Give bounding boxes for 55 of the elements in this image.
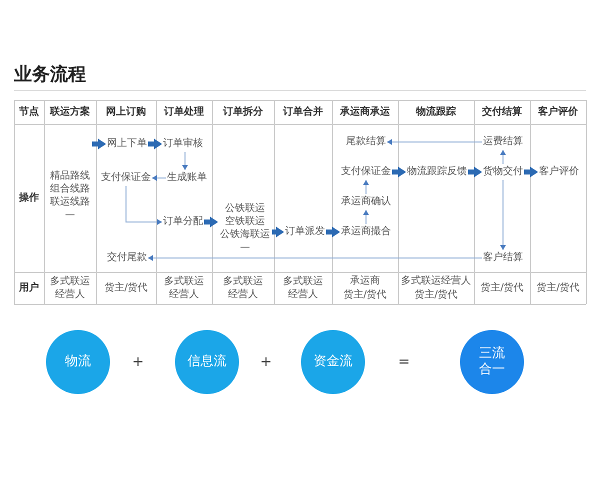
column-header: 订单处理 bbox=[164, 106, 204, 118]
process-step: 客户结算 bbox=[482, 250, 524, 266]
column-header: 联运方案 bbox=[50, 106, 90, 118]
column-header: 客户评价 bbox=[538, 106, 578, 118]
user-role: 多式联运经营人 bbox=[222, 275, 264, 301]
column-header: 物流跟踪 bbox=[416, 106, 456, 118]
process-step: 物流跟踪反馈 bbox=[406, 164, 468, 180]
list-entry: 公铁海联运 bbox=[219, 228, 271, 241]
circle-label: 信息流 bbox=[188, 354, 226, 370]
column-header: 订单拆分 bbox=[223, 106, 263, 118]
equals-sign: = bbox=[398, 354, 410, 370]
plus-sign: + bbox=[260, 354, 272, 370]
list-entry: 公铁联运 bbox=[224, 202, 266, 215]
title: 业务流程 bbox=[14, 64, 86, 86]
plus-sign: + bbox=[132, 354, 144, 370]
user-role: 多式联运经营人 bbox=[282, 275, 324, 301]
process-step: 交付尾款 bbox=[106, 250, 148, 266]
user-role: 多式联运经营人 bbox=[163, 275, 205, 301]
list-entry: — bbox=[65, 208, 75, 222]
process-step: 订单审核 bbox=[162, 136, 204, 152]
process-step: 货物交付 bbox=[482, 164, 524, 180]
process-step: 尾款结算 bbox=[345, 134, 387, 150]
list-entry: 精品路线 bbox=[50, 170, 90, 182]
process-step: 网上下单 bbox=[106, 136, 148, 152]
circle-label: 三流合一 bbox=[479, 346, 505, 378]
user-role: 货主/货代 bbox=[480, 282, 524, 294]
user-role: 货主/货代 bbox=[343, 288, 387, 302]
list-entry: 组合线路 bbox=[50, 182, 90, 196]
circle-label: 资金流 bbox=[314, 354, 352, 370]
row-header: 用户 bbox=[19, 282, 39, 294]
process-step: 运费结算 bbox=[482, 134, 524, 150]
list-entry: — bbox=[239, 241, 251, 254]
process-step: 生成账单 bbox=[166, 170, 208, 186]
process-step: 订单派发 bbox=[284, 224, 326, 240]
process-step: 承运商撮合 bbox=[340, 224, 392, 240]
process-step: 承运商确认 bbox=[340, 194, 392, 210]
circle-label: 物流 bbox=[65, 354, 91, 370]
process-step: 支付保证金 bbox=[340, 164, 392, 180]
list-entry: 联运线路 bbox=[50, 196, 90, 208]
user-role: 货主/货代 bbox=[414, 288, 458, 302]
row-header: 操作 bbox=[19, 192, 39, 204]
process-step: 支付保证金 bbox=[100, 170, 152, 186]
list-entry: 空铁联运 bbox=[224, 215, 266, 228]
process-step: 客户评价 bbox=[538, 164, 580, 180]
column-header: 网上订购 bbox=[106, 106, 146, 118]
user-role: 承运商 bbox=[350, 274, 380, 288]
user-role: 货主/货代 bbox=[104, 282, 148, 294]
user-role: 多式联运经营人 bbox=[401, 274, 471, 288]
column-header: 交付结算 bbox=[482, 106, 522, 118]
column-header: 订单合并 bbox=[283, 106, 323, 118]
process-step: 订单分配 bbox=[162, 214, 204, 230]
user-role: 多式联运经营人 bbox=[49, 275, 91, 301]
user-role: 货主/货代 bbox=[536, 282, 580, 294]
column-header: 承运商承运 bbox=[340, 106, 390, 118]
column-header: 节点 bbox=[19, 106, 39, 118]
